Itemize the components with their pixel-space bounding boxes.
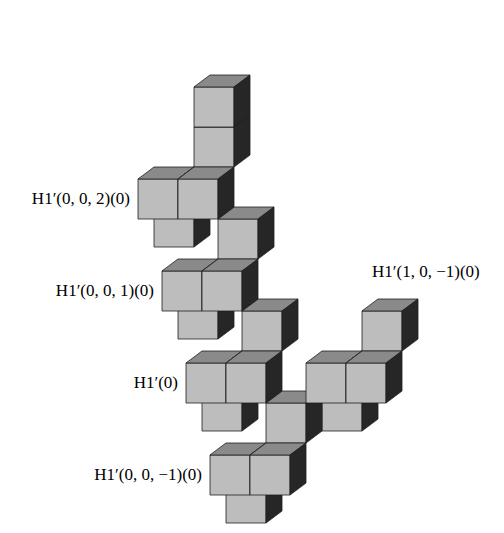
unit-cube <box>242 299 298 351</box>
cube-front-face <box>202 271 242 311</box>
copy-label: H1′(0) <box>134 373 178 393</box>
cube-front-face <box>194 87 234 127</box>
cube-front-face <box>250 455 290 495</box>
cube-front-face <box>346 363 386 403</box>
unit-cube <box>362 299 418 351</box>
cube-side-face <box>282 299 298 351</box>
cube-front-face <box>218 219 258 259</box>
cube-front-face <box>242 311 282 351</box>
unit-cube <box>346 351 402 403</box>
cube-side-face <box>266 351 282 403</box>
copy-label: H1′(0, 0, −1)(0) <box>94 465 202 485</box>
unit-cube <box>226 351 282 403</box>
copy-label: H1′(0, 0, 1)(0) <box>56 281 154 301</box>
cube-front-face <box>178 179 218 219</box>
unit-cube <box>218 207 274 259</box>
cube-front-face <box>266 403 306 443</box>
cube-front-face <box>162 271 202 311</box>
cube-front-face <box>226 363 266 403</box>
cube-side-face <box>234 75 250 127</box>
cube-side-face <box>290 443 306 495</box>
cube-front-face <box>138 179 178 219</box>
copy-label: H1′(0, 0, 2)(0) <box>32 189 130 209</box>
unit-cube <box>178 167 234 219</box>
cube-front-face <box>186 363 226 403</box>
cube-front-face <box>194 127 234 167</box>
unit-cube <box>250 443 306 495</box>
cube-side-face <box>402 299 418 351</box>
cube-side-face <box>258 207 274 259</box>
cube-front-face <box>362 311 402 351</box>
cube-front-face <box>306 363 346 403</box>
cube-side-face <box>242 259 258 311</box>
copy-label: H1′(1, 0, −1)(0) <box>372 262 480 282</box>
cube-front-face <box>210 455 250 495</box>
unit-cube <box>194 75 250 127</box>
cube-side-face <box>218 167 234 219</box>
unit-cube <box>202 259 258 311</box>
cube-side-face <box>386 351 402 403</box>
